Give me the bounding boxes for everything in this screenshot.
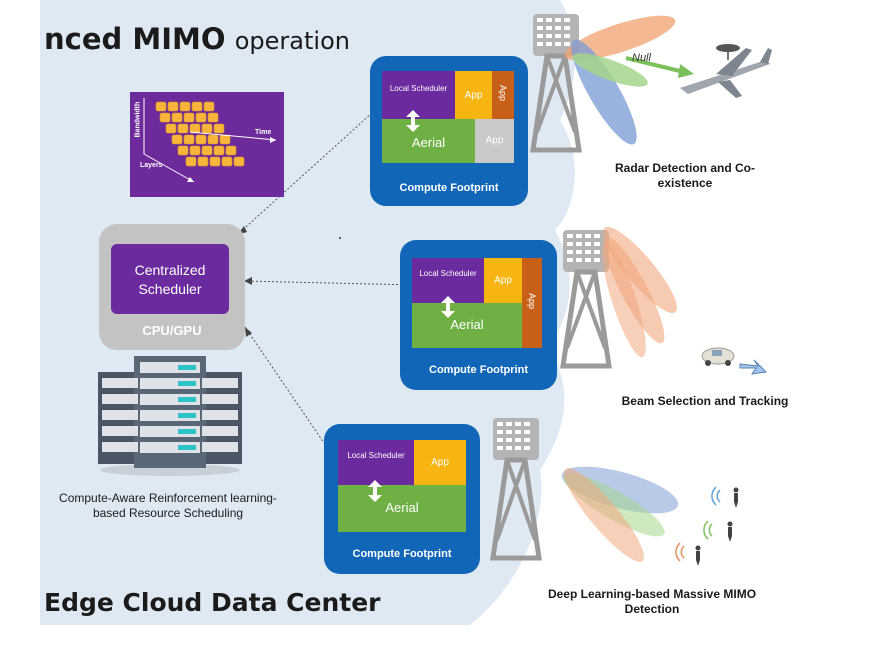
app-cell-2a: App [484,258,522,303]
axis-layers-label: Layers [140,162,163,169]
aerial-cell-1: Aerial [382,119,475,163]
link-footprint-2 [243,280,417,286]
aerial-3-label: Aerial [385,500,419,515]
radar-caption: Radar Detection and Co-existence [614,161,755,190]
edge-cloud-label: Edge Cloud Data Center [44,588,381,617]
local-scheduler-3: Local Scheduler [338,440,414,485]
local-scheduler-2-label: Local Scheduler [419,269,477,278]
app-cell-3a: App [414,440,466,485]
footprint-2-title: Compute Footprint [429,364,528,376]
app-3a-label: App [431,457,449,468]
aerial-cell-3: Aerial [338,485,466,532]
cpu-gpu-box: Centralized Scheduler CPU/GPU [99,224,245,350]
server-rack-icon [98,356,242,476]
app-2b-label: App [527,292,537,309]
centralized-scheduler-label: Centralized Scheduler [134,262,206,297]
app-cell-1b: App [492,71,514,119]
compute-footprint-1: Local Scheduler App App Aerial App Compu… [370,56,528,206]
footprint-3-grid: Local Scheduler App Aerial [338,440,466,532]
cpu-gpu-label: CPU/GPU [142,323,202,338]
radar-plane-icon [680,44,772,98]
axis-time-label: Time [255,129,272,136]
double-arrow-2-icon [441,296,455,318]
car-tracking-icon [701,347,768,375]
double-arrow-3-icon [368,480,382,502]
app-1c-label: App [485,135,504,146]
app-1b-label: App [498,84,508,101]
aerial-2-label: Aerial [450,317,484,332]
app-1a-label: App [464,90,483,101]
footprint-1-title: Compute Footprint [399,182,499,194]
local-scheduler-2: Local Scheduler [412,258,484,303]
compute-footprint-3: Local Scheduler App Aerial Compute Footp… [324,424,480,574]
beam-caption: Beam Selection and Tracking [621,394,789,408]
cell-tower-3-icon [490,418,542,561]
axis-bandwidth-label: Bandwidth [134,101,142,138]
centralized-scheduler-box: Centralized Scheduler [111,244,229,314]
app-cell-1a: App [455,71,492,119]
app-cell-2b: App [522,258,542,348]
footprint-3-title: Compute Footprint [352,548,452,560]
compute-footprint-2: Local Scheduler App App Aerial Compute F… [400,240,557,390]
aerial-cell-2: Aerial [412,303,522,348]
mobile-users-icon [675,486,739,566]
beam-patterns [561,15,679,562]
double-arrow-1-icon [406,110,420,132]
null-label: Null [632,52,651,64]
app-2a-label: App [494,275,512,286]
resource-grid-panel: Bandwidth Time Layers [130,92,284,197]
page-title: nced MIMO operation [44,22,350,56]
app-cell-1c: App [475,119,514,163]
aerial-1-label: Aerial [411,135,446,150]
server-caption: Compute-Aware Reinforcement learning-bas… [59,491,277,520]
null-arrow-icon [625,56,694,78]
local-scheduler-1-label: Local Scheduler [389,84,448,93]
cell-tower-1-icon [530,14,582,153]
local-scheduler-1: Local Scheduler [382,71,455,119]
cell-tower-2-icon [560,230,612,369]
resource-grid-illustration [143,98,277,183]
link-footprint-3 [244,326,338,463]
footprint-1-grid: Local Scheduler App App Aerial App [382,71,514,221]
local-scheduler-3-label: Local Scheduler [347,451,405,460]
deep-learning-caption: Deep Learning-based Massive MIMO Detecti… [547,587,757,616]
footprint-2-grid: Local Scheduler App App Aerial [412,258,542,348]
